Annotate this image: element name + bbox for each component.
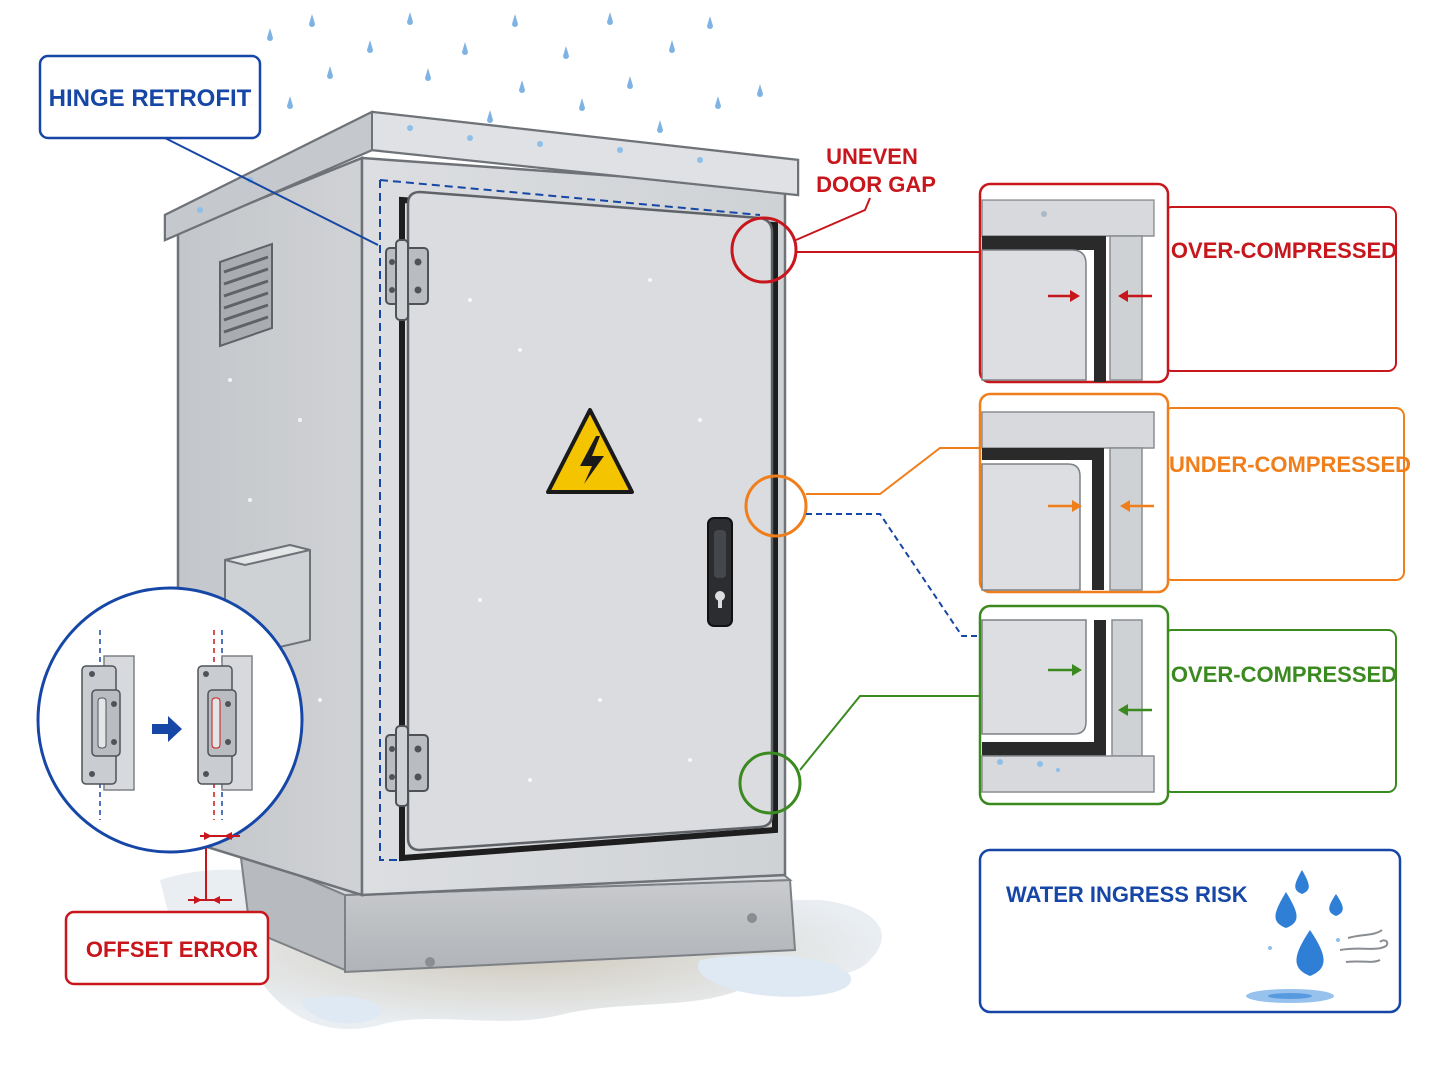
- offset-error-label: OFFSET ERROR: [86, 937, 258, 962]
- bottom-hinge: [385, 725, 429, 807]
- water-ingress-panel: WATER INGRESS RISK: [978, 848, 1402, 1014]
- water-drops-icon: [1246, 870, 1389, 1003]
- door-water-beads: [228, 278, 702, 782]
- gap-callout-circle-middle: [744, 474, 808, 538]
- detail-bottom-label: OVER-COMPRESSED: [1171, 662, 1397, 687]
- uneven-door-gap-label-line1: UNEVEN: [826, 144, 918, 169]
- cabinet-roof: [163, 110, 800, 242]
- right-arrow-icon: [1048, 290, 1080, 302]
- leader-lines: [164, 137, 982, 771]
- offset-error-callout: OFFSET ERROR: [64, 910, 270, 986]
- gap-callout-circle-bottom: [738, 751, 802, 815]
- top-hinge: [385, 239, 429, 321]
- rain: [267, 12, 763, 133]
- offset-dimension-marker: [188, 832, 240, 904]
- detail-panel-middle: UNDER-COMPRESSED: [978, 392, 1411, 594]
- high-voltage-warning-icon: [546, 408, 634, 494]
- gap-callout-circle-top: [730, 216, 798, 284]
- hinge-retrofit-callout: HINGE RETROFIT: [38, 54, 262, 140]
- hinge-retrofit-outline: [379, 179, 761, 861]
- right-arrow-icon: [1048, 664, 1082, 676]
- vent-louver: [219, 242, 273, 348]
- left-arrow-icon: [1120, 500, 1154, 512]
- water-ingress-label: WATER INGRESS RISK: [1006, 882, 1248, 907]
- detail-top-label: OVER-COMPRESSED: [1171, 238, 1397, 263]
- hinge-retrofit-label: HINGE RETROFIT: [49, 85, 252, 112]
- door-handle: [707, 517, 733, 627]
- detail-panel-top: OVER-COMPRESSED: [978, 182, 1397, 384]
- left-arrow-icon: [1118, 704, 1152, 716]
- hinge-offset-inset: [36, 586, 304, 854]
- detail-panel-bottom: OVER-COMPRESSED: [978, 604, 1397, 806]
- detail-middle-label: UNDER-COMPRESSED: [1169, 452, 1411, 477]
- uneven-door-gap-label-line2: DOOR GAP: [816, 172, 936, 197]
- left-arrow-icon: [1118, 290, 1152, 302]
- right-arrow-icon: [152, 716, 182, 742]
- right-arrow-icon: [1048, 500, 1082, 512]
- cabinet-door: [406, 190, 774, 852]
